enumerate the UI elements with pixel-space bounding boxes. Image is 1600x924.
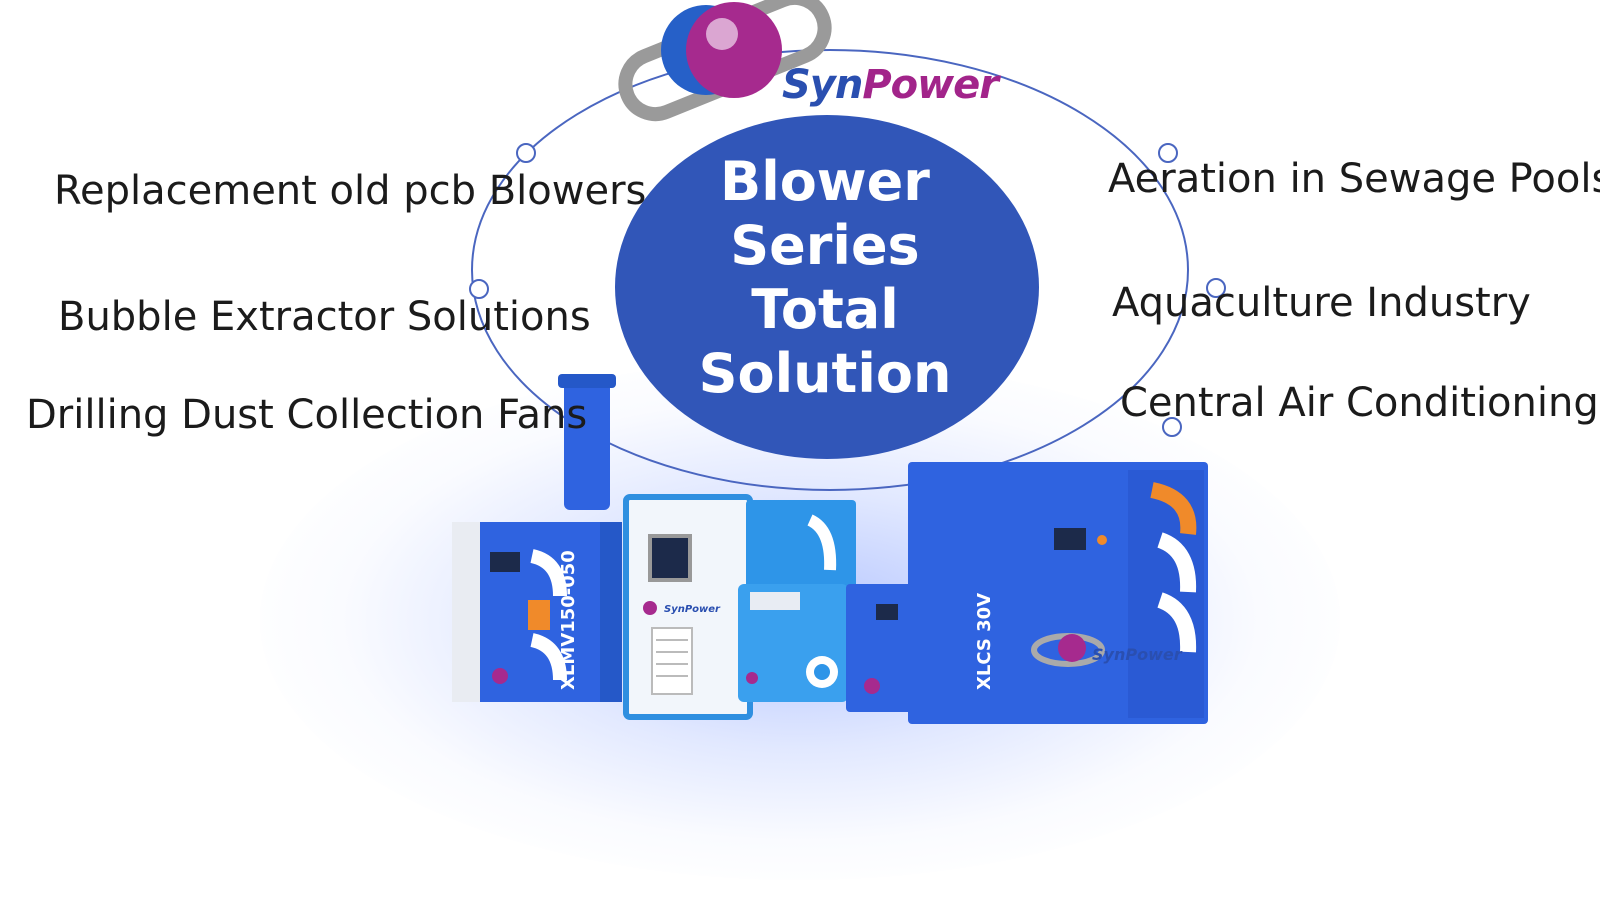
center-title-line: Total: [751, 278, 899, 341]
machine-logo-icon: [492, 601, 880, 694]
center-title-line: Blower: [720, 150, 930, 213]
machine-brand-label: SynPower: [664, 604, 721, 615]
orbit-node: [1158, 143, 1178, 163]
application-label-pcb: Replacement old pcb Blowers: [54, 168, 647, 214]
synpower-logo-icon: [618, 0, 832, 122]
blower-machine-5: [908, 462, 1208, 724]
application-label-bubble: Bubble Extractor Solutions: [58, 294, 591, 340]
model-label-xlmv: XLMV150-050: [558, 550, 579, 690]
orbit-node: [1162, 417, 1182, 437]
center-title: Blower Series Total Solution: [615, 150, 1035, 406]
blower-machine-2: [623, 494, 753, 720]
center-ellipse: [615, 115, 1039, 459]
blower-machine-1: [452, 374, 622, 702]
blower-machine-3: [738, 500, 856, 702]
center-title-line: Series: [730, 214, 920, 277]
application-label-aeration: Aeration in Sewage Pools: [1108, 156, 1600, 202]
application-label-hvac: Central Air Conditioning: [1120, 380, 1599, 426]
orbit-node: [1206, 278, 1226, 298]
center-title-line: Solution: [698, 342, 952, 405]
machine-brand-label: SynPower: [1092, 645, 1183, 664]
orbit-node: [516, 143, 536, 163]
application-label-aquaculture: Aquaculture Industry: [1112, 280, 1531, 326]
orbit-ring: [471, 49, 1189, 491]
application-label-drilling: Drilling Dust Collection Fans: [26, 392, 588, 438]
model-label-xlcs: XLCS 30V: [974, 593, 995, 690]
brand-power: Power: [862, 62, 999, 108]
orbit-node: [469, 279, 489, 299]
brand-syn: Syn: [782, 62, 863, 108]
brand-wordmark: SynPower: [782, 62, 999, 108]
